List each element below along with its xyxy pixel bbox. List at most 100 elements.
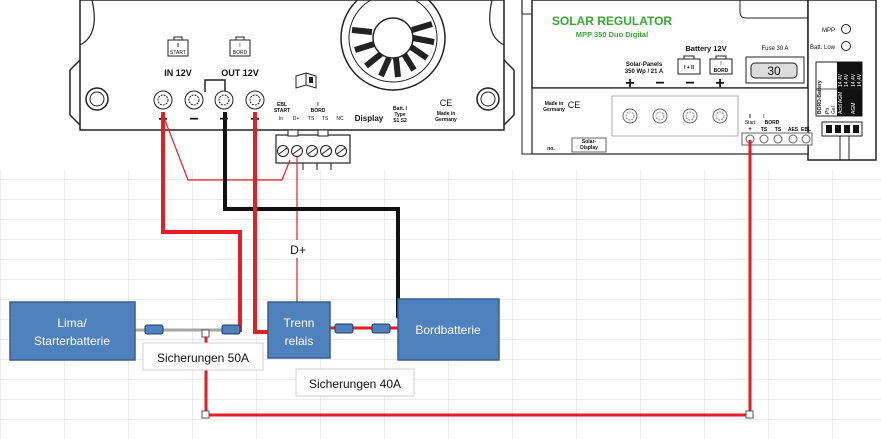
solar-display-1: Solar- <box>582 139 597 145</box>
ebl-bord: BORD <box>311 108 326 114</box>
batt-box-1-label: I + II <box>684 65 694 71</box>
fuse-value: 30 <box>767 64 781 78</box>
reg-sign-3: − <box>685 75 694 92</box>
fuse-50a-label-box: Sicherungen 50A <box>142 342 264 371</box>
reg-sign-4: + <box>715 75 724 92</box>
trenn-label-line1: Trenn <box>284 316 315 330</box>
fan-icon <box>340 0 446 91</box>
solar-regulator-device: SOLAR REGULATOR MPP 350 Duo Digital Sola… <box>521 0 877 161</box>
ebl-connector-block <box>275 129 351 170</box>
ebl-head: EBL <box>277 102 287 108</box>
out-12v-label: OUT 12V <box>221 68 259 78</box>
mount-hole-left <box>85 87 109 111</box>
trenn-label-line2: relais <box>285 334 314 348</box>
charger-device: II START I BORD IN 12V OUT 12V + − − + <box>69 0 515 170</box>
side-value-3: 14,4V <box>851 73 857 87</box>
solar-panels-label: Solar-Panels <box>626 62 663 68</box>
fuse-40a-label: Sicherungen 40A <box>309 377 401 391</box>
charger-germany: Germany <box>435 117 457 123</box>
regulator-side-connector <box>821 121 863 160</box>
side-value-1: 14,4V <box>838 73 844 87</box>
reg-pin-aes: AES <box>788 127 799 133</box>
wire-regulator-plus <box>204 140 752 417</box>
bord-battery-header: BORD-Battery <box>817 80 823 114</box>
fuse-40a-right <box>371 323 391 334</box>
lima-starter-battery-box: Lima/ Starterbatterie <box>9 301 136 361</box>
fuse-50a-label: Sicherungen 50A <box>157 351 249 365</box>
bord-label: Bordbatterie <box>415 323 481 337</box>
trennrelais-box: Trenn relais <box>267 301 331 359</box>
ebl-pin-in: In <box>279 116 283 122</box>
regulator-germany: Germany <box>543 107 565 113</box>
side-row-1: Pb <box>825 108 831 114</box>
reg-pin-ebl: EBL <box>801 127 811 133</box>
bord-battery-table <box>815 61 863 117</box>
fuse-40a-label-box: Sicherungen 40A <box>295 368 415 397</box>
ebl-pin-ts2: TS <box>322 116 329 122</box>
ebl-pin-ts1: TS <box>308 116 315 122</box>
charger-made-in: Made in <box>437 111 456 117</box>
fuse-50a-left <box>144 324 164 335</box>
batt-low-led-icon <box>841 41 851 51</box>
in-12v-label: IN 12V <box>164 68 192 78</box>
dplus-label: D+ <box>290 243 306 257</box>
start-terminal-bottom: START <box>170 50 186 56</box>
side-value-4: 14,4V <box>857 73 863 87</box>
side-row-3: Acid AGM <box>838 92 844 114</box>
reg-bottom-start: Start <box>745 120 756 126</box>
fuse-40a-left <box>334 323 354 334</box>
battery-12v-label: Battery 12V <box>685 44 726 53</box>
solar-panels-rating: 350 Wp / 21 A <box>625 69 664 75</box>
mount-hole-right <box>476 87 500 111</box>
batt-box-2-top: I <box>720 61 721 67</box>
fuse-50a-right <box>221 324 241 335</box>
manual-icon <box>295 72 317 89</box>
ebl-head-start: START <box>274 108 290 114</box>
batt-type-1: Batt. I <box>393 106 408 112</box>
reg-pin-plus: + <box>748 127 752 133</box>
junction-node-bottom-left <box>201 410 210 419</box>
wire-in-plus <box>161 112 242 332</box>
bord-terminal-top: I <box>239 43 240 49</box>
side-value-2: 14,4V <box>844 73 850 87</box>
regulator-title: SOLAR REGULATOR <box>552 14 673 28</box>
bridge-link <box>204 79 226 92</box>
junction-node-bottom-right <box>745 410 754 419</box>
ebl-pin-nc: NC <box>336 116 344 122</box>
fuse-display <box>750 62 798 79</box>
regulator-pin-strip <box>741 132 813 146</box>
side-row-4: AGM <box>851 103 857 114</box>
reg-bottom-term-3: BORD <box>765 120 780 126</box>
wire-out-plus <box>253 112 268 334</box>
wires <box>135 112 752 417</box>
regulator-subtitle: MPP 350 Duo Digital <box>576 30 648 39</box>
batt-box-2-bottom: BORD <box>714 68 729 74</box>
bord-terminal-bottom: BORD <box>233 50 248 56</box>
mpp-led-icon <box>841 24 851 34</box>
lima-label-line1: Lima/ <box>57 316 87 330</box>
batt-low-led-label: Batt. Low <box>810 45 836 51</box>
reg-bottom-term-1: II <box>749 114 752 120</box>
mpp-led-label: MPP <box>822 28 835 34</box>
fuse-label: Fuse 30 A <box>761 46 788 52</box>
feedback-wire <box>162 114 291 181</box>
side-row-2: Gel <box>831 106 837 114</box>
ebl-pin-dplus: D+ <box>293 116 300 122</box>
lima-label-line2: Starterbatterie <box>34 334 110 348</box>
start-terminal-top: II <box>177 43 180 49</box>
junction-node <box>201 329 210 338</box>
batt-type-2: Type <box>394 112 406 118</box>
reg-no-label: no. <box>547 146 555 152</box>
batt-type-3: S1 S2 <box>393 118 407 124</box>
reg-sign-1: + <box>625 75 634 92</box>
reg-sign-2: − <box>655 75 664 92</box>
regulator-screws <box>611 95 739 137</box>
display-label: Display <box>355 114 384 123</box>
charger-ce-mark: CE <box>440 98 453 108</box>
regulator-ce-mark: CE <box>568 100 581 110</box>
regulator-made-in: Made in <box>545 101 564 107</box>
reg-pin-ts2: TS <box>775 127 782 133</box>
bordbatterie-box: Bordbatterie <box>397 298 500 361</box>
polarity-sign-2: − <box>189 111 198 128</box>
reg-bottom-term-2: I <box>763 114 764 120</box>
